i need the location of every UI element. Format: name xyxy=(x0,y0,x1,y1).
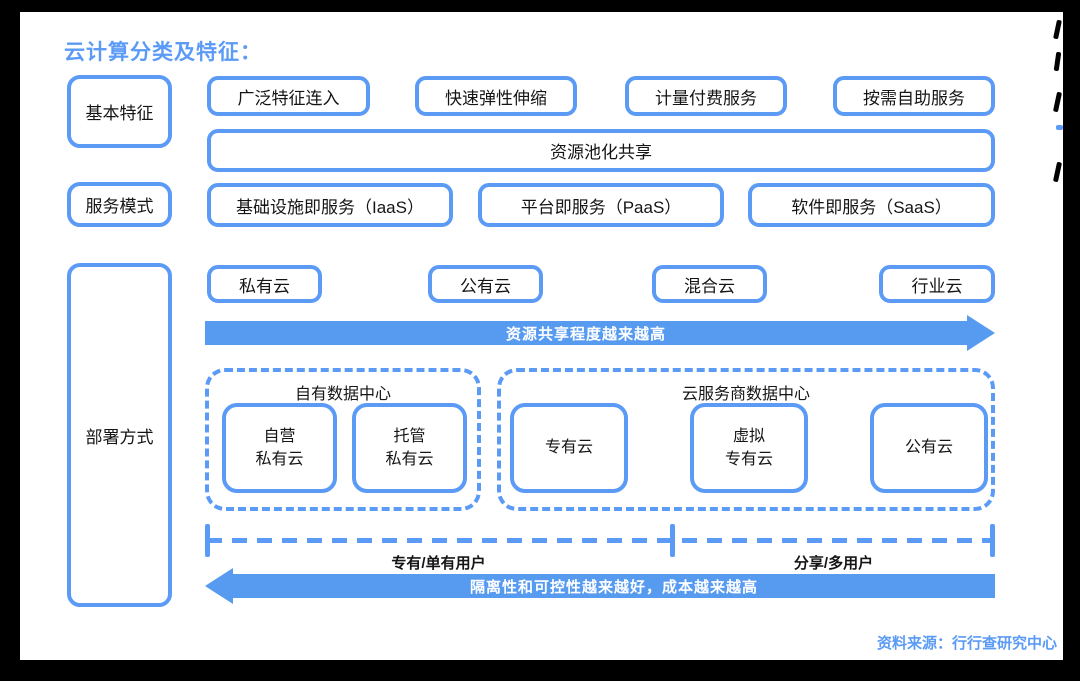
arrowhead-right-icon xyxy=(967,315,995,351)
shared-resource-pool-box: 资源池化共享 xyxy=(207,129,995,172)
sharing-degree-arrow: 资源共享程度越来越高 xyxy=(205,315,995,351)
scale-tick-right xyxy=(990,524,995,557)
clipped-glyph-fragment xyxy=(1053,51,1062,72)
cloud-box-hosted-private: 托管 私有云 xyxy=(352,403,467,493)
cloud-type-industry: 行业云 xyxy=(879,265,995,303)
scale-tick-middle xyxy=(670,524,675,557)
cloud-type-private: 私有云 xyxy=(207,265,322,303)
cloud-box-dedicated: 专有云 xyxy=(510,403,628,493)
service-box-iaas: 基础设施即服务（IaaS） xyxy=(207,183,453,227)
clipped-glyph-fragment xyxy=(1053,19,1062,40)
sharing-degree-arrow-label: 资源共享程度越来越高 xyxy=(205,321,967,345)
scale-tick-left xyxy=(205,524,210,557)
feature-box-metered-billing: 计量付费服务 xyxy=(625,76,787,116)
cloud-box-virtual-dedicated: 虚拟 专有云 xyxy=(690,403,808,493)
user-scale-dashed-line xyxy=(207,538,995,543)
provider-datacenter-title: 云服务商数据中心 xyxy=(681,386,810,403)
diagram-canvas: 云计算分类及特征： 基本特征 广泛特征连入 快速弹性伸缩 计量付费服务 按需自助… xyxy=(20,12,1063,660)
clipped-glyph-fragment xyxy=(1052,161,1063,183)
cloud-box-self-operated-private: 自营 私有云 xyxy=(222,403,337,493)
feature-box-on-demand-self-service: 按需自助服务 xyxy=(833,76,995,116)
basic-features-label: 基本特征 xyxy=(67,75,172,148)
feature-box-elastic-scaling: 快速弹性伸缩 xyxy=(415,76,577,116)
clipped-glyph-fragment-blue xyxy=(1056,125,1063,130)
isolation-cost-arrow: 隔离性和可控性越来越好，成本越来越高 xyxy=(205,568,995,604)
service-box-paas: 平台即服务（PaaS） xyxy=(478,183,724,227)
cloud-type-public: 公有云 xyxy=(428,265,543,303)
service-box-saas: 软件即服务（SaaS） xyxy=(748,183,995,227)
feature-box-broad-access: 广泛特征连入 xyxy=(207,76,370,116)
deployment-label: 部署方式 xyxy=(67,263,172,607)
own-datacenter-title: 自有数据中心 xyxy=(294,386,391,403)
service-models-label: 服务模式 xyxy=(67,182,172,227)
clipped-glyph-fragment xyxy=(1052,91,1063,113)
isolation-cost-arrow-label: 隔离性和可控性越来越好，成本越来越高 xyxy=(233,574,995,598)
segment-label-dedicated-user: 专有/单有用户 xyxy=(391,555,486,572)
page-title: 云计算分类及特征： xyxy=(64,41,262,64)
cloud-box-public: 公有云 xyxy=(870,403,988,493)
arrowhead-left-icon xyxy=(205,568,233,604)
source-credit: 资料来源：行行查研究中心 xyxy=(876,635,1057,652)
cloud-type-hybrid: 混合云 xyxy=(652,265,767,303)
segment-label-shared-user: 分享/多用户 xyxy=(793,555,874,572)
